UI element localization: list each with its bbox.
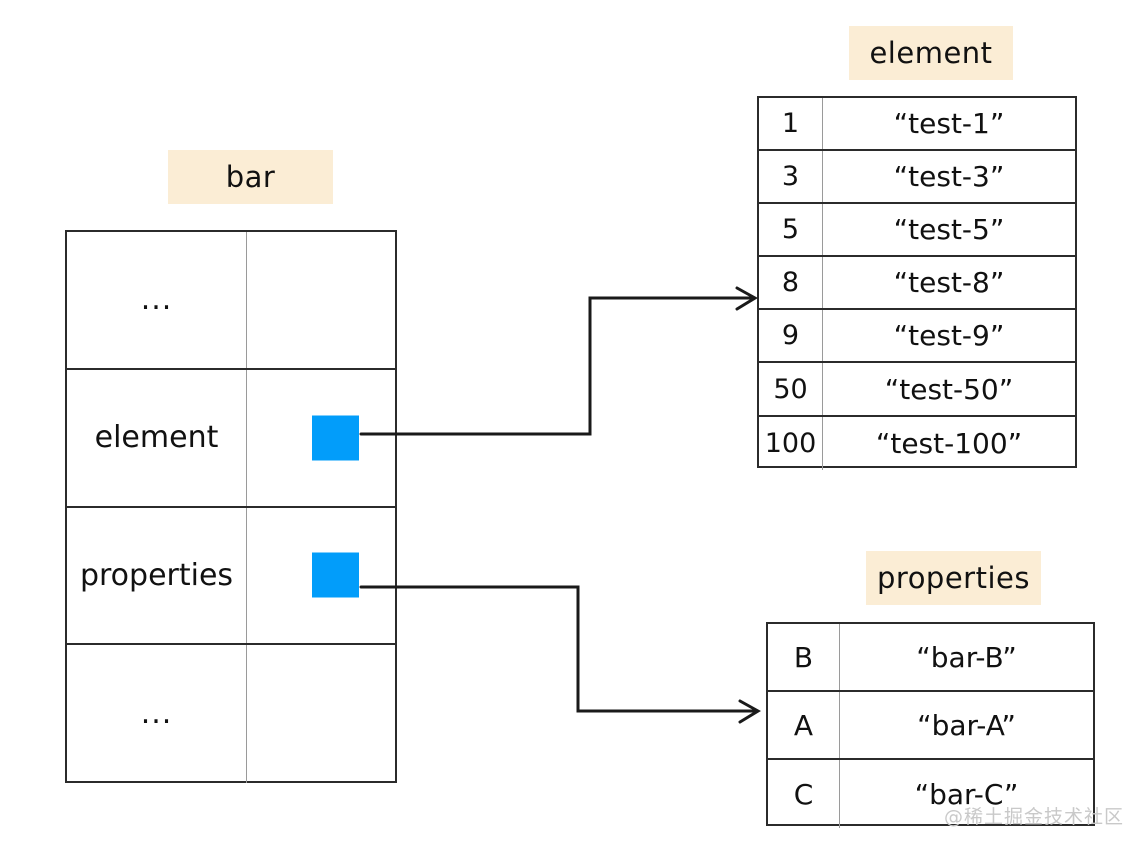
property-key: B bbox=[768, 624, 840, 690]
ellipsis-icon: ... bbox=[140, 696, 173, 732]
element-key: 5 bbox=[759, 204, 823, 256]
bar-table-title: bar bbox=[168, 150, 333, 204]
table-row: 5 “test-5” bbox=[759, 204, 1075, 258]
element-table: 1 “test-1” 3 “test-3” 5 “test-5” 8 “test… bbox=[757, 96, 1077, 470]
element-value: “test-3” bbox=[893, 160, 1005, 194]
property-value: “bar-B” bbox=[916, 640, 1017, 674]
table-row: 100 “test-100” bbox=[759, 416, 1075, 470]
properties-table-title: properties bbox=[866, 551, 1041, 605]
bar-row-key-properties: properties bbox=[67, 507, 247, 644]
bar-table: ... element properties ... bbox=[65, 230, 397, 783]
table-row: 3 “test-3” bbox=[759, 151, 1075, 205]
table-row: ... bbox=[67, 645, 395, 783]
property-value: “bar-C” bbox=[914, 777, 1019, 811]
ellipsis-icon: ... bbox=[140, 281, 173, 317]
element-key: 50 bbox=[759, 363, 823, 415]
table-row: C “bar-C” bbox=[768, 760, 1093, 828]
table-row: A “bar-A” bbox=[768, 692, 1093, 760]
table-row: element bbox=[67, 369, 395, 508]
table-row: 9 “test-9” bbox=[759, 310, 1075, 364]
element-table-title: element bbox=[849, 26, 1013, 80]
element-connector bbox=[359, 286, 758, 436]
table-row: 50 “test-50” bbox=[759, 363, 1075, 417]
bar-row-value bbox=[247, 645, 395, 783]
element-key: 100 bbox=[759, 416, 823, 470]
element-value: “test-100” bbox=[875, 426, 1023, 460]
property-value: “bar-A” bbox=[917, 708, 1016, 742]
element-pointer-swatch[interactable] bbox=[312, 415, 359, 461]
table-row: ... bbox=[67, 232, 395, 370]
bar-row-value bbox=[247, 370, 395, 506]
bar-row-key: ... bbox=[67, 645, 247, 783]
element-key: 1 bbox=[759, 98, 823, 150]
element-value: “test-5” bbox=[893, 213, 1005, 247]
element-key: 9 bbox=[759, 310, 823, 362]
bar-row-value bbox=[247, 508, 395, 644]
element-key: 3 bbox=[759, 151, 823, 203]
table-row: 1 “test-1” bbox=[759, 98, 1075, 152]
properties-pointer-swatch[interactable] bbox=[312, 552, 359, 598]
table-row: 8 “test-8” bbox=[759, 257, 1075, 311]
element-value: “test-9” bbox=[893, 319, 1005, 353]
element-value: “test-1” bbox=[893, 107, 1005, 141]
table-row: B “bar-B” bbox=[768, 624, 1093, 692]
element-value: “test-50” bbox=[884, 372, 1014, 406]
element-key: 8 bbox=[759, 257, 823, 309]
properties-connector bbox=[359, 585, 761, 724]
table-row: properties bbox=[67, 507, 395, 646]
properties-table: B “bar-B” A “bar-A” C “bar-C” bbox=[766, 622, 1095, 828]
bar-row-key-element: element bbox=[67, 369, 247, 506]
bar-row-key: ... bbox=[67, 232, 247, 368]
element-value: “test-8” bbox=[893, 266, 1005, 300]
property-key: C bbox=[768, 760, 840, 828]
watermark: @稀土掘金技术社区 bbox=[944, 806, 1125, 828]
bar-row-value bbox=[247, 232, 395, 368]
property-key: A bbox=[768, 692, 840, 758]
